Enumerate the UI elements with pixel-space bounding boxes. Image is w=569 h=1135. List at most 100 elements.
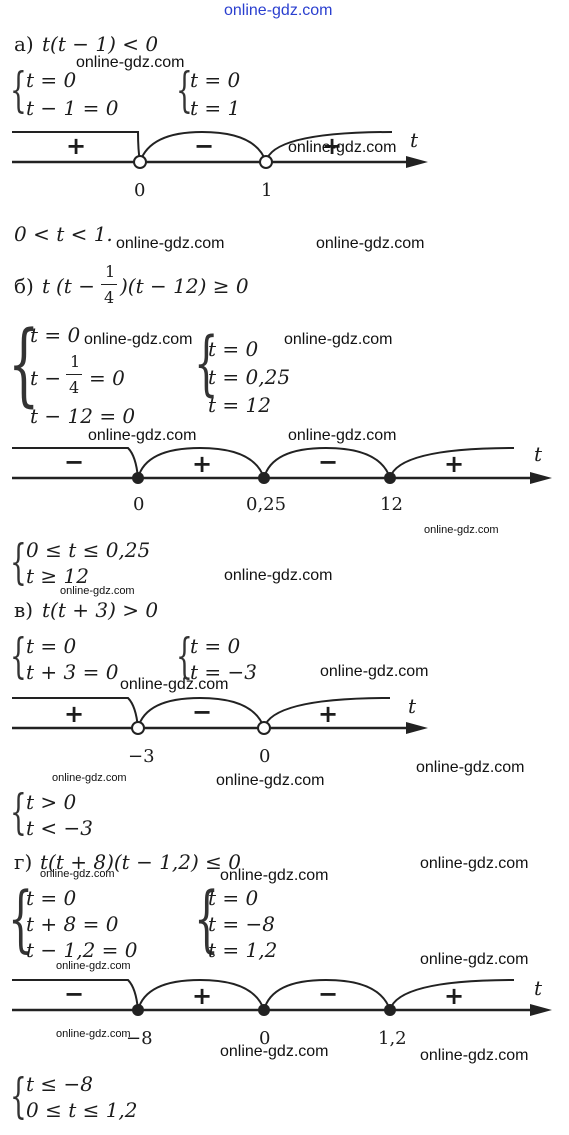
part-v-answer-line1: t > 0 (26, 790, 77, 814)
part-a-sys1-line1: t = 0 (26, 68, 77, 92)
part-v-sign-1: + (64, 700, 85, 728)
part-b-brace-2: { (194, 322, 219, 404)
part-g-answer-brace: { (10, 1068, 27, 1124)
part-g-sys1-line1: t = 0 (26, 886, 77, 910)
part-b-axis-var: t (534, 442, 543, 466)
part-b-sys1-line2-post: = 0 (89, 366, 125, 390)
part-v-sys2-line1: t = 0 (190, 634, 241, 658)
part-b-inequality-pre: t (42, 274, 51, 298)
part-b-fraction-bar (101, 284, 117, 285)
part-b-sign-4: + (444, 450, 465, 478)
watermark-small: online-gdz.com (40, 868, 115, 880)
part-v-sign-2: − (192, 698, 213, 726)
part-g-answer-line2: 0 ≤ t ≤ 1,2 (26, 1098, 138, 1122)
part-b-fraction-den: 4 (104, 288, 115, 307)
watermark: online-gdz.com (420, 855, 529, 872)
watermark-small: online-gdz.com (424, 524, 499, 536)
part-v-sign-3: + (318, 700, 339, 728)
part-g-sys2-line2: t = −8 (208, 912, 275, 936)
part-v-sys1-line1: t = 0 (26, 634, 77, 658)
part-v-label: в) (14, 598, 34, 622)
watermark: online-gdz.com (416, 759, 525, 776)
part-g-answer-line1: t ≤ −8 (26, 1072, 93, 1096)
part-v-sys2-line2: t = −3 (190, 660, 257, 684)
part-a-sign-2: − (194, 132, 215, 160)
part-a-inequality: t(t − 1) < 0 (42, 32, 159, 56)
part-b-point-2: 0,25 (246, 494, 287, 515)
part-v-inequality: t(t + 3) > 0 (42, 598, 159, 622)
part-g-point-2: 0 (259, 1028, 271, 1049)
watermark: online-gdz.com (120, 676, 229, 693)
part-b-point-1: 0 (133, 494, 145, 515)
part-g-sign-4: + (444, 982, 465, 1010)
watermark: online-gdz.com (420, 1047, 529, 1064)
part-b-sys1-fraction-num: 1 (70, 352, 81, 371)
part-a-answer: 0 < t < 1. (14, 222, 113, 246)
part-v-answer-brace: { (10, 784, 27, 840)
part-g-point-3: 1,2 (378, 1028, 407, 1049)
part-b-sys1-fraction-bar (66, 374, 82, 375)
watermark: online-gdz.com (420, 951, 529, 968)
part-a-brace-2: { (176, 62, 193, 118)
part-g-sys2-line1: t = 0 (208, 886, 259, 910)
part-a-sys2-line1: t = 0 (190, 68, 241, 92)
part-g-point-1: −8 (126, 1028, 153, 1049)
part-g-sys2-line3: t = 1,2 (208, 938, 278, 962)
part-g-brace-1: { (8, 876, 34, 960)
part-a-point-1: 0 (134, 180, 146, 201)
part-b-sys1-line1: t = 0 (30, 323, 81, 347)
part-g-axis-var: t (534, 976, 543, 1000)
part-v-sys1-line2: t + 3 = 0 (26, 660, 119, 684)
part-g-sys1-line2: t + 8 = 0 (26, 912, 119, 936)
part-v-answer-line2: t < −3 (26, 816, 93, 840)
watermark: online-gdz.com (224, 567, 333, 584)
part-a-sys2-line2: t = 1 (190, 96, 241, 120)
watermark: online-gdz.com (216, 772, 325, 789)
watermark: online-gdz.com (220, 867, 329, 884)
watermark: online-gdz.com (320, 663, 429, 680)
part-g-inequality: t(t + 8)(t − 1,2) ≤ 0 (40, 850, 241, 874)
part-g-sign-1: − (64, 980, 85, 1008)
part-v-point-2: 0 (259, 746, 271, 767)
part-g-sys1-line3: t − 1,2 = 0 (26, 938, 138, 962)
part-a-sign-3: + (322, 132, 343, 160)
part-b-label: б) (14, 274, 34, 298)
part-b-sys1-line2-pre: t − (30, 366, 62, 390)
part-g-sign-2: + (192, 982, 213, 1010)
part-b-inequality-post: )(t − 12) ≥ 0 (120, 274, 249, 298)
part-v-brace-2: { (176, 628, 193, 684)
part-b-fraction-num: 1 (105, 262, 116, 281)
part-b-sys2-line1: t = 0 (208, 337, 259, 361)
part-b-inequality-paren: (t − (56, 274, 95, 298)
watermark-small: online-gdz.com (60, 585, 135, 597)
watermark: online-gdz.com (84, 331, 193, 348)
watermark: online-gdz.com (76, 54, 185, 71)
watermark-small: online-gdz.com (56, 1028, 131, 1040)
part-b-answer-line1: 0 ≤ t ≤ 0,25 (26, 538, 151, 562)
part-a-point-2: 1 (261, 180, 273, 201)
part-b-sys2-line3: t = 12 (208, 393, 271, 417)
part-b-sys2-line2: t = 0,25 (208, 365, 291, 389)
part-b-answer-brace: { (10, 534, 27, 590)
top-watermark: online-gdz.com (224, 2, 333, 19)
part-g-label: г) (14, 850, 33, 874)
part-b-answer-line2: t ≥ 12 (26, 564, 89, 588)
watermark: online-gdz.com (288, 427, 397, 444)
watermark: online-gdz.com (88, 427, 197, 444)
part-a-sign-1: + (66, 132, 87, 160)
part-b-sign-1: − (64, 448, 85, 476)
part-b-sign-2: + (192, 450, 213, 478)
watermark-small: online-gdz.com (52, 772, 127, 784)
part-b-sys1-line3: t − 12 = 0 (30, 404, 136, 428)
part-b-sys1-fraction-den: 4 (69, 378, 80, 397)
part-a-label: а) (14, 32, 34, 56)
part-b-point-3: 12 (380, 494, 403, 515)
watermark: online-gdz.com (284, 331, 393, 348)
watermark: online-gdz.com (116, 235, 225, 252)
watermark: online-gdz.com (220, 1043, 329, 1060)
part-v-point-1: −3 (128, 746, 155, 767)
